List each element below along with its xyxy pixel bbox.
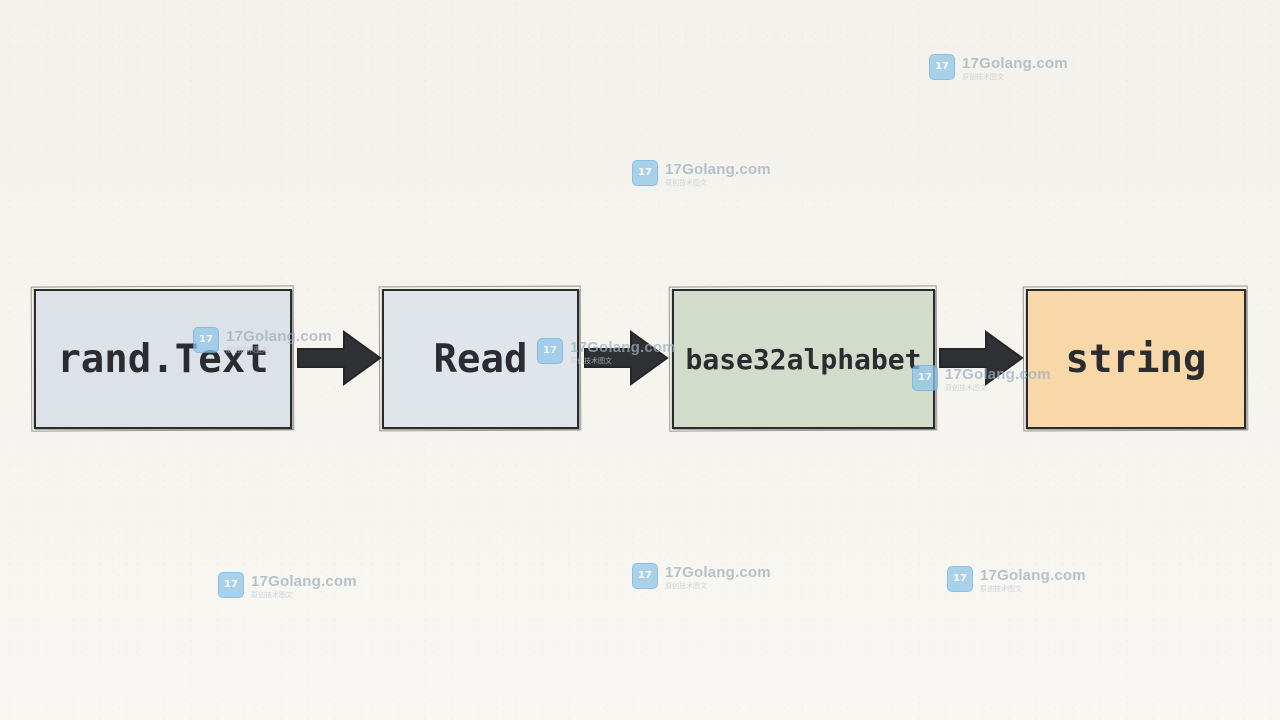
watermark-text: 17Golang.com xyxy=(980,567,1086,584)
watermark-text: 17Golang.com xyxy=(665,161,771,178)
watermark-subtext: 原创技术图文 xyxy=(665,582,707,590)
watermark: 17 17Golang.com 原创技术图文 xyxy=(947,566,1097,600)
watermark-subtext: 原创技术图文 xyxy=(251,591,293,599)
watermark-subtext: 原创技术图文 xyxy=(980,585,1022,593)
watermark-subtext: 原创技术图文 xyxy=(665,179,707,187)
arrow-icon xyxy=(584,330,669,386)
17golang-logo-icon: 17 xyxy=(632,563,658,589)
17golang-logo-icon: 17 xyxy=(218,572,244,598)
arrow-icon xyxy=(939,330,1024,386)
watermark-text: 17Golang.com xyxy=(962,55,1068,72)
17golang-logo-icon: 17 xyxy=(929,54,955,80)
string-label: string xyxy=(1065,336,1207,382)
watermark: 17 17Golang.com 原创技术图文 xyxy=(632,160,782,194)
base32alphabet-node: base32alphabet xyxy=(672,289,935,429)
rand-text-node: rand.Text xyxy=(34,289,292,429)
17golang-logo-icon: 17 xyxy=(947,566,973,592)
watermark: 17 17Golang.com 原创技术图文 xyxy=(632,563,782,597)
string-node: string xyxy=(1026,289,1246,429)
watermark-text: 17Golang.com xyxy=(251,573,357,590)
watermark-subtext: 原创技术图文 xyxy=(962,73,1004,81)
read-node: Read xyxy=(382,289,579,429)
watermark-text: 17Golang.com xyxy=(665,564,771,581)
base32alphabet-label: base32alphabet xyxy=(685,342,922,376)
read-label: Read xyxy=(433,336,528,382)
rand-text-label: rand.Text xyxy=(57,336,269,382)
watermark: 17 17Golang.com 原创技术图文 xyxy=(218,572,368,606)
arrow-icon xyxy=(297,330,382,386)
17golang-logo-icon: 17 xyxy=(632,160,658,186)
watermark: 17 17Golang.com 原创技术图文 xyxy=(929,54,1079,88)
